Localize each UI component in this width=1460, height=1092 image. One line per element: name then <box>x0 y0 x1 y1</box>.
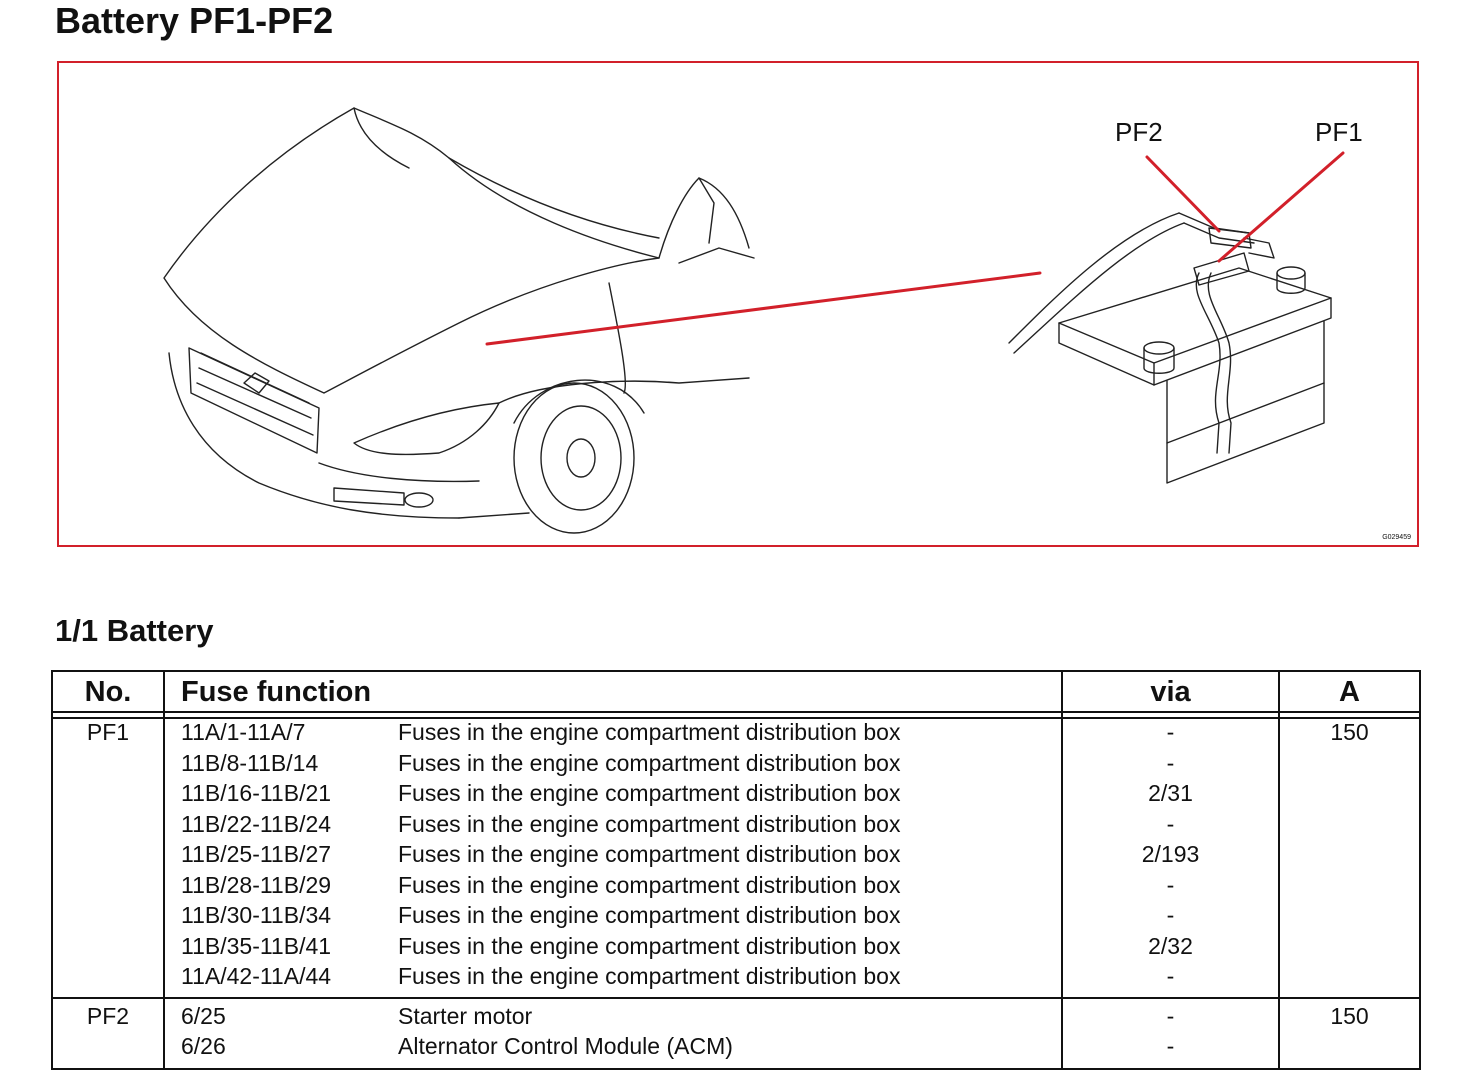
fuse-via: 2/193 <box>1141 841 1200 867</box>
fuse-description: Fuses in the engine compartment distribu… <box>398 872 901 898</box>
fuse-via: - <box>1166 811 1175 837</box>
group-amps: 150 <box>1330 1003 1369 1029</box>
fuse-description: Fuses in the engine compartment distribu… <box>398 719 901 745</box>
column-divider <box>163 672 165 1068</box>
header-via: via <box>1150 676 1191 708</box>
car-drawing <box>163 107 755 534</box>
group-number: PF1 <box>86 719 130 745</box>
fuse-description: Fuses in the engine compartment distribu… <box>398 780 901 806</box>
section-title: 1/1 Battery <box>55 613 214 648</box>
pf2-callout-label: PF2 <box>1115 117 1163 147</box>
fuse-description: Fuses in the engine compartment distribu… <box>398 811 901 837</box>
pf1-callout-label: PF1 <box>1315 117 1363 147</box>
fuse-via: 2/31 <box>1148 780 1193 806</box>
fuse-range: 11B/22-11B/24 <box>181 811 332 837</box>
column-divider <box>1278 672 1280 1068</box>
fuse-via: - <box>1166 750 1175 776</box>
callout-lines <box>485 151 1345 346</box>
fuse-range: 11B/35-11B/41 <box>181 933 332 959</box>
fuse-via: - <box>1166 1003 1175 1029</box>
fuse-description: Fuses in the engine compartment distribu… <box>398 902 901 928</box>
fuse-description: Fuses in the engine compartment distribu… <box>398 750 901 776</box>
fuse-table: No. Fuse function via A PF1 150 11A/1-11… <box>51 670 1421 1070</box>
fuse-via: - <box>1166 1033 1175 1059</box>
header-no: No. <box>84 676 132 708</box>
fuse-range: 11B/28-11B/29 <box>181 872 332 898</box>
fuse-description: Alternator Control Module (ACM) <box>398 1033 733 1059</box>
fuse-via: - <box>1166 902 1175 928</box>
pf2-pointer-line <box>1145 155 1221 233</box>
fuse-range: 11B/8-11B/14 <box>181 750 319 776</box>
fuse-range: 11B/25-11B/27 <box>181 841 332 867</box>
fuse-range: 6/26 <box>181 1033 226 1059</box>
fuse-range: 11B/16-11B/21 <box>181 780 332 806</box>
figure-code: G029459 <box>1382 534 1411 541</box>
fuse-description: Fuses in the engine compartment distribu… <box>398 841 901 867</box>
fuse-range: 11A/42-11A/44 <box>181 963 332 989</box>
fuse-range: 6/25 <box>181 1003 226 1029</box>
fuse-via: 2/32 <box>1148 933 1193 959</box>
column-divider <box>1061 672 1063 1068</box>
fuse-range: 11B/30-11B/34 <box>181 902 332 928</box>
header-rule <box>53 717 1419 719</box>
car-battery-illustration <box>163 107 1345 534</box>
fuse-description: Starter motor <box>398 1003 533 1029</box>
location-pointer-line <box>485 271 1042 346</box>
fuse-via: - <box>1166 963 1175 989</box>
header-amps: A <box>1339 676 1360 708</box>
fuse-description: Fuses in the engine compartment distribu… <box>398 933 901 959</box>
battery-drawing <box>1008 212 1332 484</box>
group-amps: 150 <box>1330 719 1369 745</box>
group-number: PF2 <box>86 1003 130 1029</box>
group-separator <box>53 997 1419 999</box>
header-rule <box>53 711 1419 713</box>
fuse-range: 11A/1-11A/7 <box>181 719 306 745</box>
fuse-via: - <box>1166 872 1175 898</box>
battery-location-figure: PF2 PF1 G029459 <box>57 61 1419 547</box>
fuse-description: Fuses in the engine compartment distribu… <box>398 963 901 989</box>
fuse-via: - <box>1166 719 1175 745</box>
header-fuse-function: Fuse function <box>181 676 372 708</box>
pf1-pointer-line <box>1217 151 1345 263</box>
page-title: Battery PF1-PF2 <box>55 0 334 41</box>
